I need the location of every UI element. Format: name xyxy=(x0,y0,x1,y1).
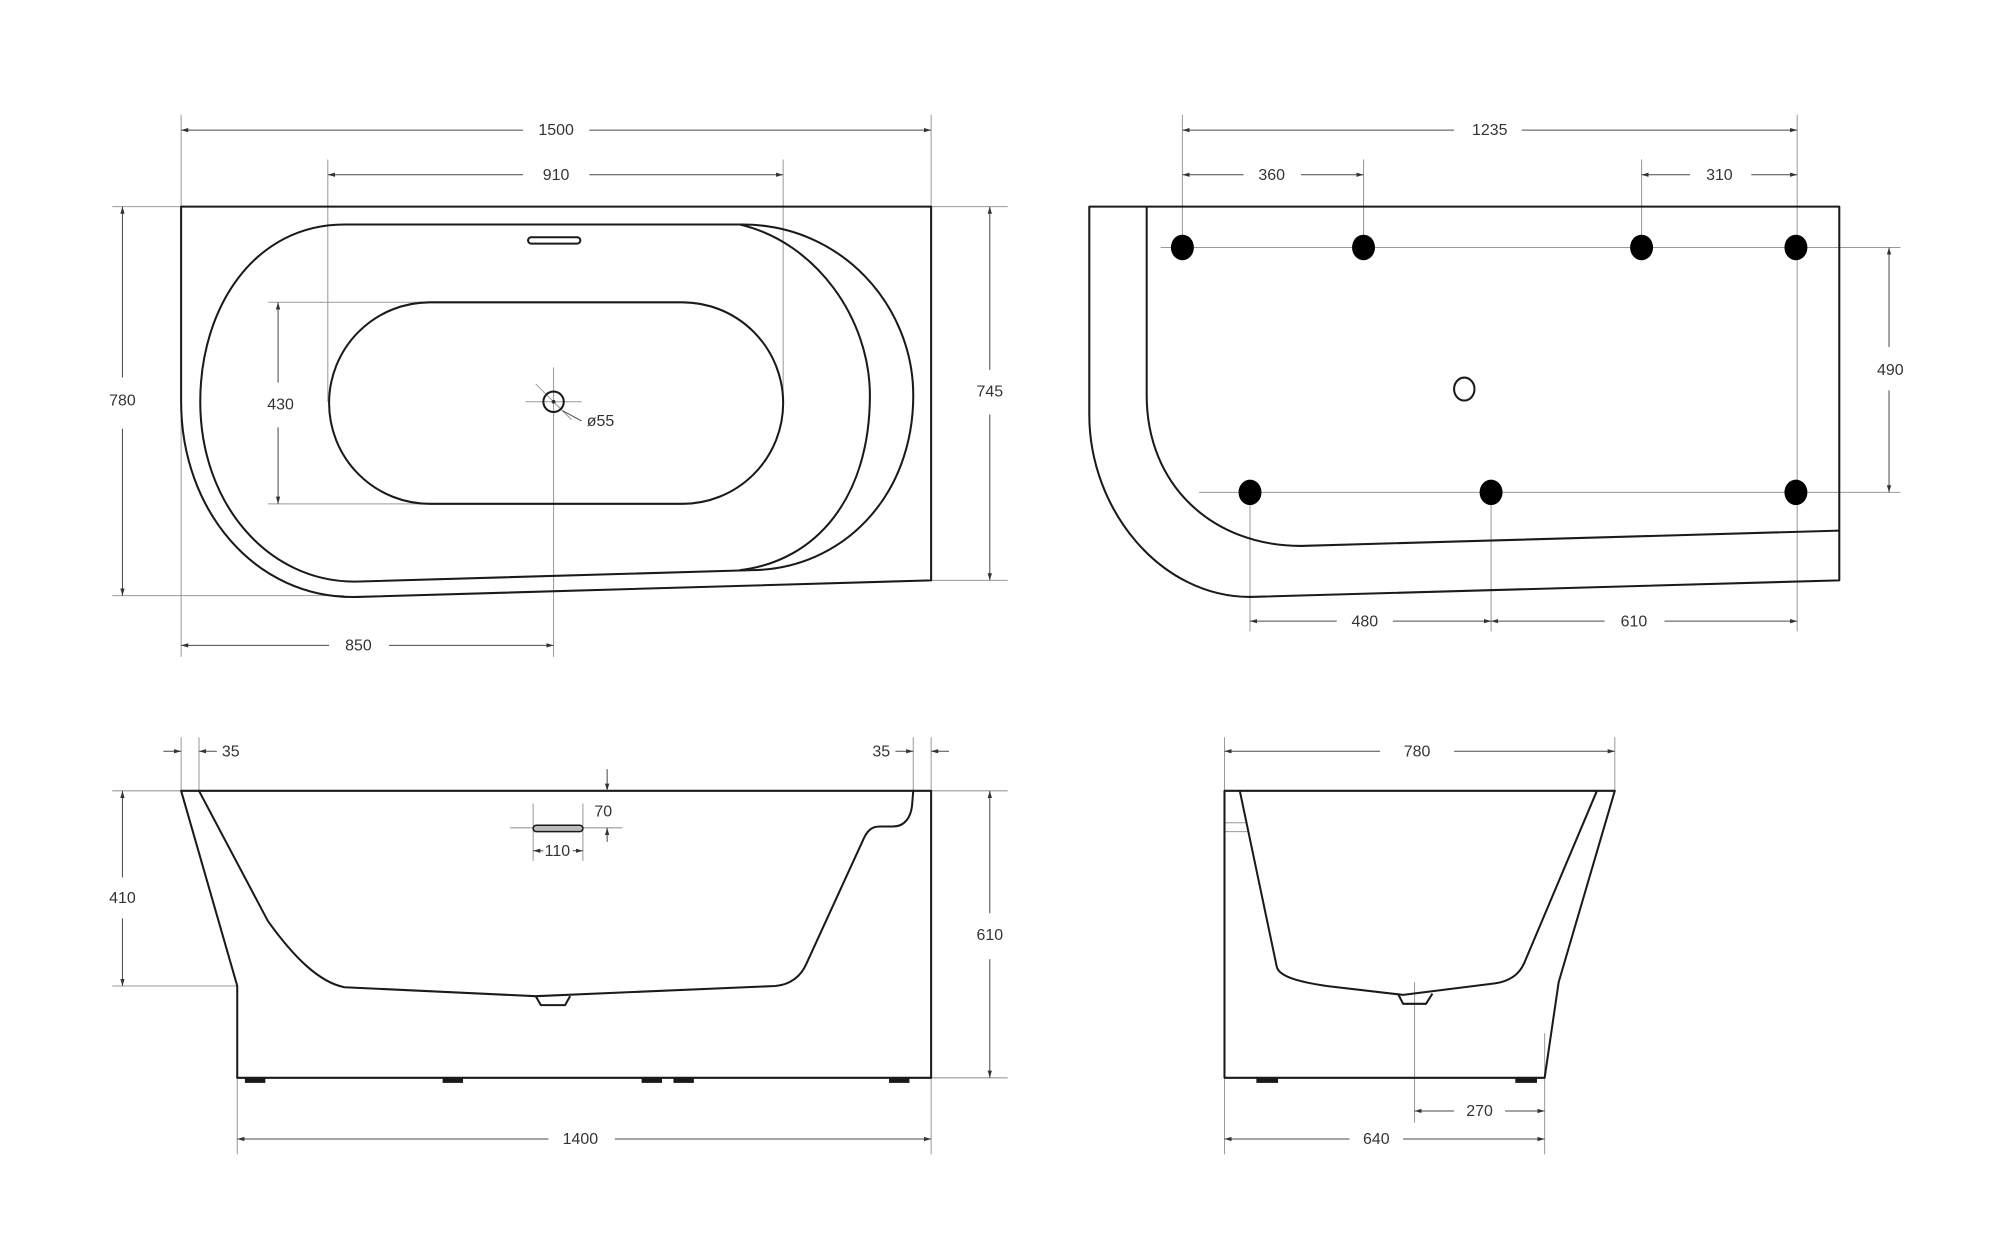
dim-feet-row-spacing: 490 xyxy=(1877,362,1904,379)
support-foot-icon xyxy=(1238,479,1262,506)
drain-icon xyxy=(542,390,565,414)
dim-right-rim: 35 xyxy=(872,743,890,760)
dim-right-side-width: 745 xyxy=(976,384,1003,401)
dim-left-rim: 35 xyxy=(222,743,240,760)
inner-bowl-floor xyxy=(328,301,785,505)
dim-outer-feet-span: 1235 xyxy=(1472,122,1508,139)
dim-overflow-width: 110 xyxy=(545,843,571,860)
dim-front-left-spacing: 480 xyxy=(1351,613,1378,630)
dim-right-feet-spacing: 310 xyxy=(1706,167,1733,184)
front-outer-outline xyxy=(180,789,933,1079)
top-view-dimensions: 1500 910 780 745 430 ø55 850 xyxy=(109,122,1003,654)
dim-base-width: 640 xyxy=(1363,1131,1390,1148)
dim-drain-offset: 850 xyxy=(345,638,372,655)
top-deck-inner xyxy=(199,223,915,583)
top-outer-rim xyxy=(180,205,933,598)
support-foot-icon xyxy=(1479,479,1503,506)
side-view-extension-lines xyxy=(1223,737,1616,1155)
dim-front-right-spacing: 610 xyxy=(1621,613,1648,630)
support-foot-icon xyxy=(1630,234,1654,261)
front-drain-outlet xyxy=(534,995,572,1007)
dim-overall-length: 1500 xyxy=(538,122,574,139)
front-view-extension-lines xyxy=(112,737,1008,1155)
bottom-view: 1235 360 310 490 480 610 xyxy=(1088,114,1904,632)
front-overflow-slot-icon xyxy=(532,824,584,833)
drain-center-dot xyxy=(551,399,556,404)
front-inner-bowl xyxy=(198,790,915,998)
dim-inner-bowl-length: 910 xyxy=(543,167,570,184)
dim-drain-to-edge: 270 xyxy=(1466,1103,1493,1120)
dim-total-height: 610 xyxy=(976,927,1003,944)
front-view-dimensions: 35 35 70 110 410 610 1400 xyxy=(109,743,1003,1148)
dim-drain-diameter: ø55 xyxy=(587,413,615,430)
side-drain-outlet xyxy=(1397,993,1434,1005)
dim-top-width: 780 xyxy=(1404,743,1431,760)
support-foot-icon xyxy=(1352,234,1375,261)
bottom-view-dimensions: 1235 360 310 490 480 610 xyxy=(1182,122,1904,630)
side-inner-bowl xyxy=(1238,790,1598,996)
dim-overflow-depth: 70 xyxy=(594,803,612,820)
front-view: 35 35 70 110 410 610 1400 xyxy=(109,737,1008,1155)
side-view: 780 270 640 xyxy=(1223,737,1616,1155)
dim-overall-width: 780 xyxy=(109,393,136,410)
bottom-outer-outline xyxy=(1088,205,1841,598)
dim-inner-bowl-width: 430 xyxy=(267,396,294,413)
bottom-view-extension-lines xyxy=(1160,114,1901,632)
support-foot-icon xyxy=(1784,234,1808,261)
side-view-dimensions: 780 270 640 xyxy=(1224,743,1615,1148)
drain-hole-icon xyxy=(1453,376,1476,402)
support-feet xyxy=(1170,234,1808,506)
bottom-base-outline xyxy=(1145,206,1840,547)
side-feet xyxy=(1256,1077,1537,1083)
support-foot-icon xyxy=(1784,479,1808,506)
dim-left-skirt-height: 410 xyxy=(109,890,136,907)
top-bowl-edge xyxy=(739,223,871,572)
dim-base-length: 1400 xyxy=(563,1131,599,1148)
top-view: 1500 910 780 745 430 ø55 850 xyxy=(109,114,1008,657)
dim-left-feet-spacing: 360 xyxy=(1258,167,1285,184)
overflow-slot-icon xyxy=(527,236,582,245)
front-feet xyxy=(244,1077,910,1083)
side-outer-outline xyxy=(1223,789,1616,1079)
support-foot-icon xyxy=(1170,234,1194,261)
